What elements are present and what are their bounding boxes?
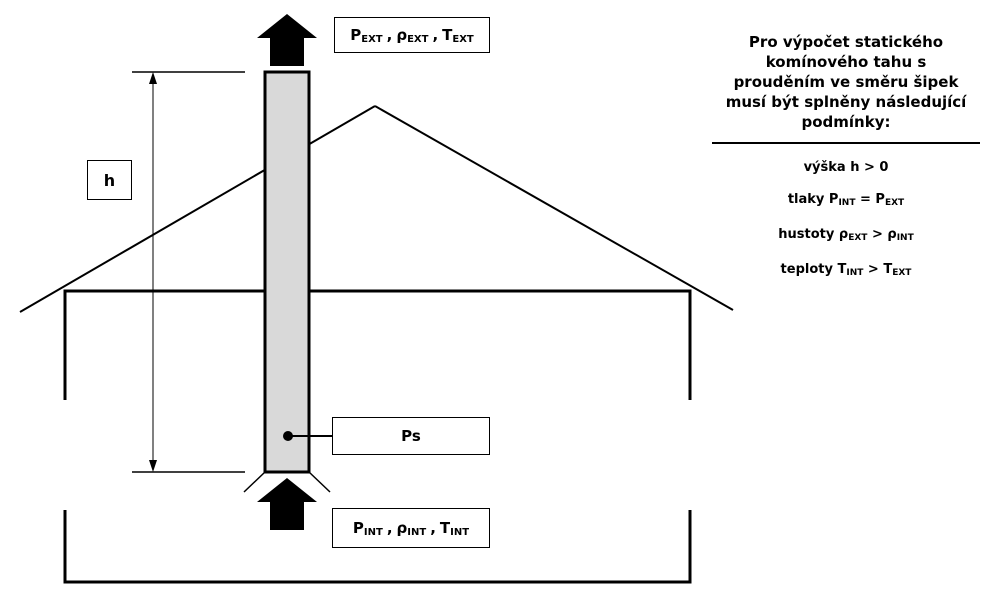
roof-right bbox=[374, 105, 734, 311]
house-ceiling bbox=[63, 289, 692, 400]
condition-density: hustoty ρEXT > ρINT bbox=[778, 227, 914, 243]
separator: , bbox=[430, 519, 436, 537]
chimney-flare-right bbox=[308, 471, 331, 493]
house-floor bbox=[63, 510, 692, 584]
separator: , bbox=[386, 519, 393, 537]
arrow-up-bottom-icon bbox=[257, 478, 317, 530]
arrow-up-top-icon bbox=[257, 14, 317, 66]
label-interior-conditions: PINT , ρINT , TINT bbox=[332, 508, 490, 548]
roof-left bbox=[19, 105, 376, 313]
condition-height: výška h > 0 bbox=[803, 160, 889, 175]
t-int: TINT bbox=[439, 518, 470, 538]
t-ext: TEXT bbox=[442, 25, 474, 45]
rho-int: ρINT bbox=[396, 518, 427, 538]
conditions-title: Pro výpočet statického komínového tahu s… bbox=[725, 33, 967, 131]
dim-arrow-down-icon bbox=[149, 460, 157, 472]
separator: , bbox=[432, 26, 439, 44]
label-height: h bbox=[87, 160, 132, 200]
condition-temperature: teploty TINT > TEXT bbox=[780, 262, 912, 278]
condition-pressure: tlaky PINT = PEXT bbox=[787, 192, 905, 208]
p-int: PINT bbox=[352, 518, 383, 538]
label-exterior-conditions: PEXT , ρEXT , TEXT bbox=[334, 17, 490, 53]
conditions-panel: Pro výpočet statického komínového tahu s… bbox=[712, 32, 980, 281]
label-static-pressure: Ps bbox=[332, 417, 490, 455]
conditions-divider bbox=[712, 142, 980, 144]
chimney bbox=[263, 70, 311, 474]
dim-arrow-up-icon bbox=[149, 72, 157, 84]
p-ext: PEXT bbox=[350, 25, 383, 45]
rho-ext: ρEXT bbox=[396, 25, 429, 45]
separator: , bbox=[386, 26, 393, 44]
chimney-flare-left bbox=[243, 471, 266, 493]
